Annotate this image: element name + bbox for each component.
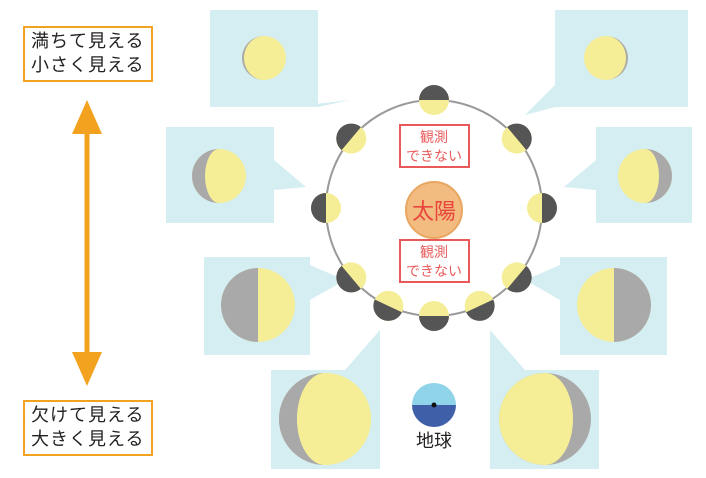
venus-marker — [464, 290, 495, 321]
label-top-line1: 満ちて見える — [31, 31, 145, 52]
venus-marker — [336, 262, 367, 293]
venus-positions — [311, 85, 557, 331]
earth: 地球 — [412, 383, 456, 452]
phase-panel-br — [490, 330, 599, 469]
label-bottom-line1: 欠けて見える — [31, 405, 145, 426]
phase-panel-mr — [564, 127, 692, 223]
phase-panels — [166, 10, 692, 469]
sun: 太陽 — [405, 181, 463, 239]
sun-label: 太陽 — [412, 200, 456, 225]
label-top-line2: 小さく見える — [31, 55, 145, 76]
earth-label: 地球 — [416, 431, 452, 452]
label-full-small: 満ちて見える 小さく見える — [23, 26, 153, 82]
label-bottom-line2: 大きく見える — [31, 429, 145, 450]
no-observe-box-bottom: 観測 できない — [399, 239, 470, 283]
venus-dark-side — [507, 123, 532, 151]
venus-marker — [373, 290, 404, 321]
phase-panel-bl — [271, 330, 380, 469]
venus-dark-side — [311, 193, 326, 223]
venus-marker — [501, 262, 532, 293]
venus-marker — [311, 193, 341, 223]
no-observe-bottom-line2: できない — [406, 264, 462, 280]
no-observe-top-line1: 観測 — [420, 129, 448, 146]
venus-marker — [527, 193, 557, 223]
phase-panel-ll — [204, 257, 345, 355]
size-double-arrow — [72, 100, 102, 386]
no-observe-bottom-line1: 観測 — [420, 244, 448, 261]
venus-dark-side — [336, 265, 361, 293]
venus-marker — [336, 123, 367, 154]
phase-panel-lr — [525, 257, 667, 355]
venus-dark-side — [373, 299, 402, 321]
venus-marker — [501, 123, 532, 154]
venus-dark-side — [336, 123, 361, 151]
phase-panel-tr — [525, 10, 688, 115]
venus-dark-side — [542, 193, 557, 223]
no-observe-box-top: 観測 できない — [399, 124, 470, 168]
venus-dark-side — [507, 265, 532, 293]
venus-dark-side — [419, 316, 449, 331]
venus-marker — [419, 85, 449, 115]
no-observe-top-line2: できない — [406, 149, 462, 165]
venus-marker — [419, 301, 449, 331]
label-crescent-large: 欠けて見える 大きく見える — [23, 400, 153, 456]
venus-dark-side — [419, 85, 449, 100]
venus-dark-side — [466, 299, 495, 321]
phase-panel-ml — [166, 127, 306, 223]
phase-panel-tl — [210, 10, 350, 107]
